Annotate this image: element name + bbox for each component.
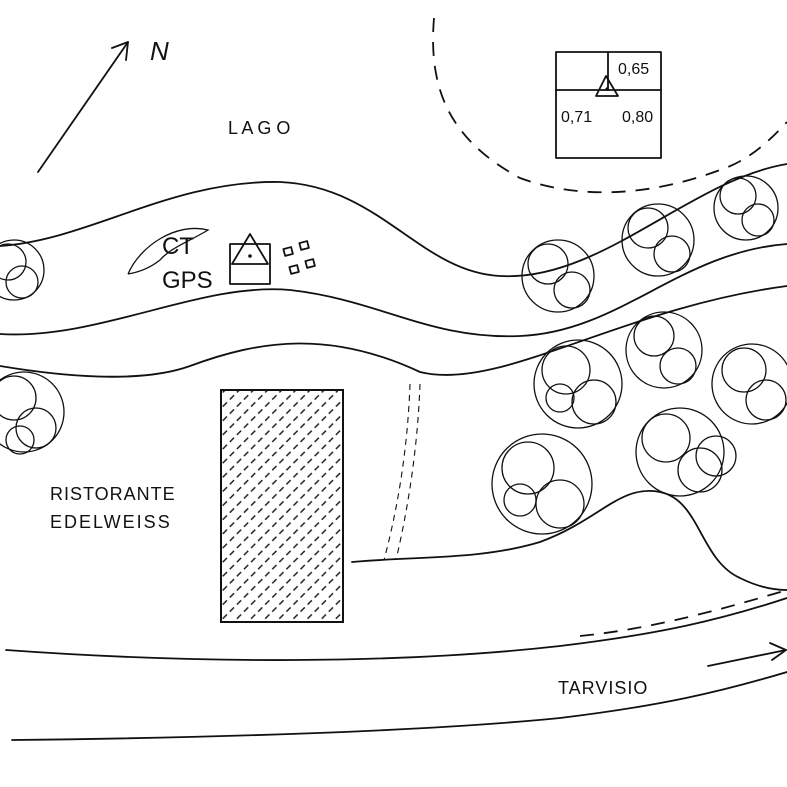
tree-icon [521,239,595,313]
road-label: TARVISIO [558,678,648,698]
station-label-gps: GPS [162,267,213,294]
station-label-ct: CT [162,233,194,260]
lake-label: L A G O [228,118,290,138]
ground-line [351,490,787,591]
shoreline-upper [0,163,787,277]
trees [0,175,787,535]
rock-scribble-icon [127,227,210,275]
footpath-right [395,383,421,561]
triangle-marker-icon [595,75,619,97]
road-edge-upper [5,597,787,661]
tree-icon [711,343,787,425]
small-markers [282,240,316,275]
benchmark-top-value: 0,65 [618,61,649,78]
tree-icon [491,433,593,535]
gps-station-icon [229,233,271,285]
tree-icon [0,371,65,455]
road-centerline [579,589,787,637]
benchmark-left-value: 0,71 [561,109,592,126]
tree-icon [713,175,779,241]
path-lower-edge [0,243,787,338]
tree-icon [621,203,695,277]
north-arrow-icon [37,41,129,173]
road-edge-lower [11,671,787,741]
dashed-boundary-arc [432,17,787,194]
restaurant-label-line1: RISTORANTE [50,484,176,504]
path-bank [0,285,787,378]
tree-icon [625,311,703,389]
footpath-left [383,383,411,561]
tree-icon [635,407,737,497]
benchmark-right-value: 0,80 [622,109,653,126]
benchmark-box: 0,65 0,71 0,80 [555,51,662,159]
restaurant-building [220,389,344,623]
north-label: N [150,36,169,66]
restaurant-label-line2: EDELWEISS [50,512,172,532]
tree-icon [0,239,45,301]
direction-arrow-icon [707,642,787,667]
tree-icon [533,339,623,429]
